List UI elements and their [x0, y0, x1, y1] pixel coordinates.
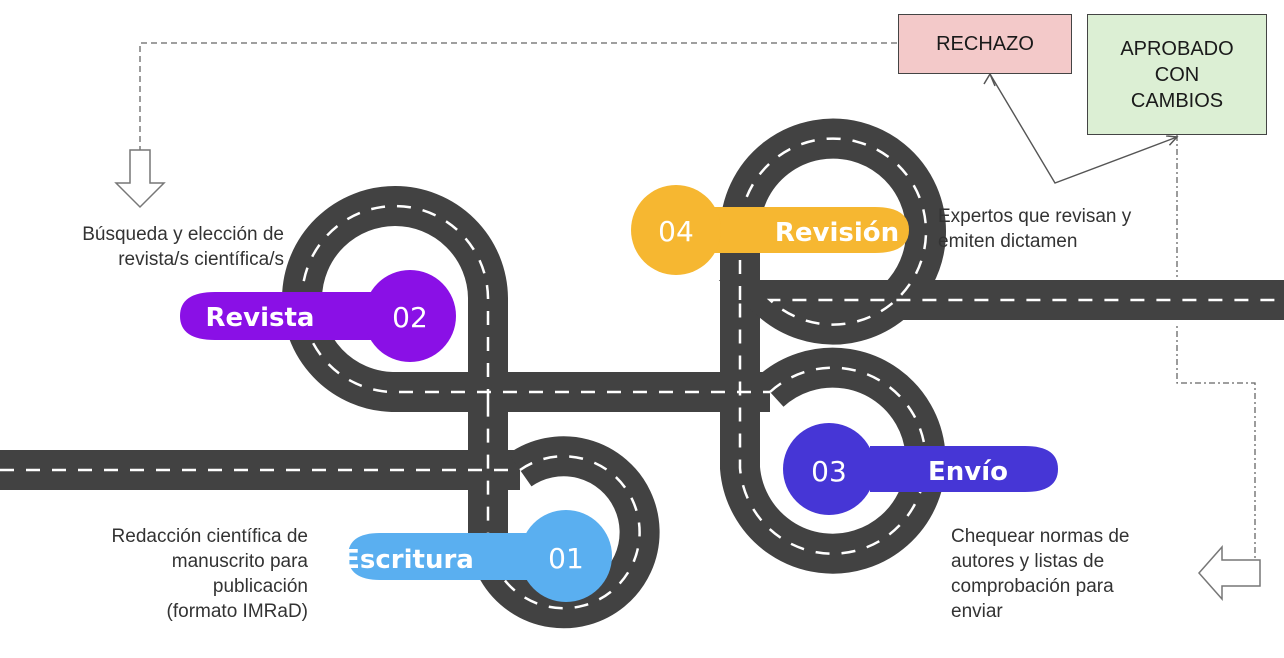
- road-upper-loop-centerline: [738, 137, 1284, 326]
- rechazo-label: RECHAZO: [936, 33, 1034, 55]
- stage-02-circle: [364, 270, 456, 362]
- stage-01-label: Escritura: [342, 545, 474, 575]
- rejection-connector: [139, 42, 897, 150]
- stage-03-description-line-1: Chequear normas de: [951, 526, 1130, 547]
- road-left-loop-centerline: [300, 204, 770, 403]
- stage-01-description: Redacción científica de manuscrito para …: [112, 524, 308, 624]
- stage-04-number: 04: [658, 215, 694, 248]
- stage-02-tag: [180, 292, 372, 340]
- rechazo-box: RECHAZO: [898, 14, 1072, 74]
- aprobado-line-2: CON: [1154, 63, 1200, 86]
- stage-02-marker: Revista 02: [180, 270, 456, 362]
- stage-01-circle: [520, 510, 612, 602]
- aprobado-line-1: APROBADO: [1120, 37, 1234, 60]
- stage-03-circle: [783, 423, 875, 515]
- stage-02-description-line-2: revista/s científica/s: [118, 249, 284, 270]
- stage-03-label: Envío: [928, 457, 1008, 487]
- stage-04-description-line-2: emiten dictamen: [938, 231, 1078, 252]
- road-right-loop-centerline: [738, 300, 927, 555]
- aprobado-line-3: CAMBIOS: [1130, 89, 1224, 112]
- left-arrow-icon: [1197, 545, 1261, 601]
- stage-02-number: 02: [392, 301, 428, 334]
- stage-03-description-line-4: enviar: [951, 601, 1003, 622]
- stage-02-description-line-1: Búsqueda y elección de: [82, 224, 284, 245]
- down-arrow-icon: [114, 149, 166, 209]
- stage-03-description: Chequear normas de autores y listas de c…: [951, 524, 1130, 624]
- stage-03-tag: [870, 446, 1058, 492]
- stage-02-description: Búsqueda y elección de revista/s científ…: [82, 222, 284, 272]
- stage-04-label: Revisión: [775, 218, 899, 248]
- stage-02-label: Revista: [206, 303, 315, 333]
- stage-01-description-line-4: (formato IMRaD): [166, 601, 308, 622]
- arrowhead-rechazo: [983, 72, 996, 87]
- stage-01-marker: Escritura 01: [342, 510, 612, 602]
- stage-04-tag: [700, 207, 909, 253]
- stage-01-description-line-3: publicación: [212, 576, 308, 597]
- stage-03-description-line-2: autores y listas de: [951, 551, 1105, 572]
- stage-04-circle: [631, 185, 721, 275]
- stage-03-marker: Envío 03: [783, 423, 1058, 515]
- approval-connector: [1176, 135, 1256, 567]
- road-lower-loop-centerline: [486, 403, 641, 610]
- stage-03-number: 03: [811, 455, 847, 488]
- aprobado-box: APROBADO CON CAMBIOS: [1087, 14, 1267, 135]
- stage-03-description-line-3: comprobación para: [951, 576, 1114, 597]
- review-arrows: [989, 73, 1177, 184]
- stage-04-marker: Revisión 04: [631, 185, 909, 275]
- stage-01-description-line-1: Redacción científica de: [111, 526, 308, 547]
- stage-04-description: Expertos que revisan y emiten dictamen: [938, 204, 1131, 254]
- stage-01-description-line-2: manuscrito para: [171, 551, 308, 572]
- winding-road: [0, 115, 1284, 632]
- stage-01-number: 01: [548, 542, 584, 575]
- stage-04-description-line-1: Expertos que revisan y: [938, 206, 1132, 227]
- stage-01-tag: [348, 533, 530, 580]
